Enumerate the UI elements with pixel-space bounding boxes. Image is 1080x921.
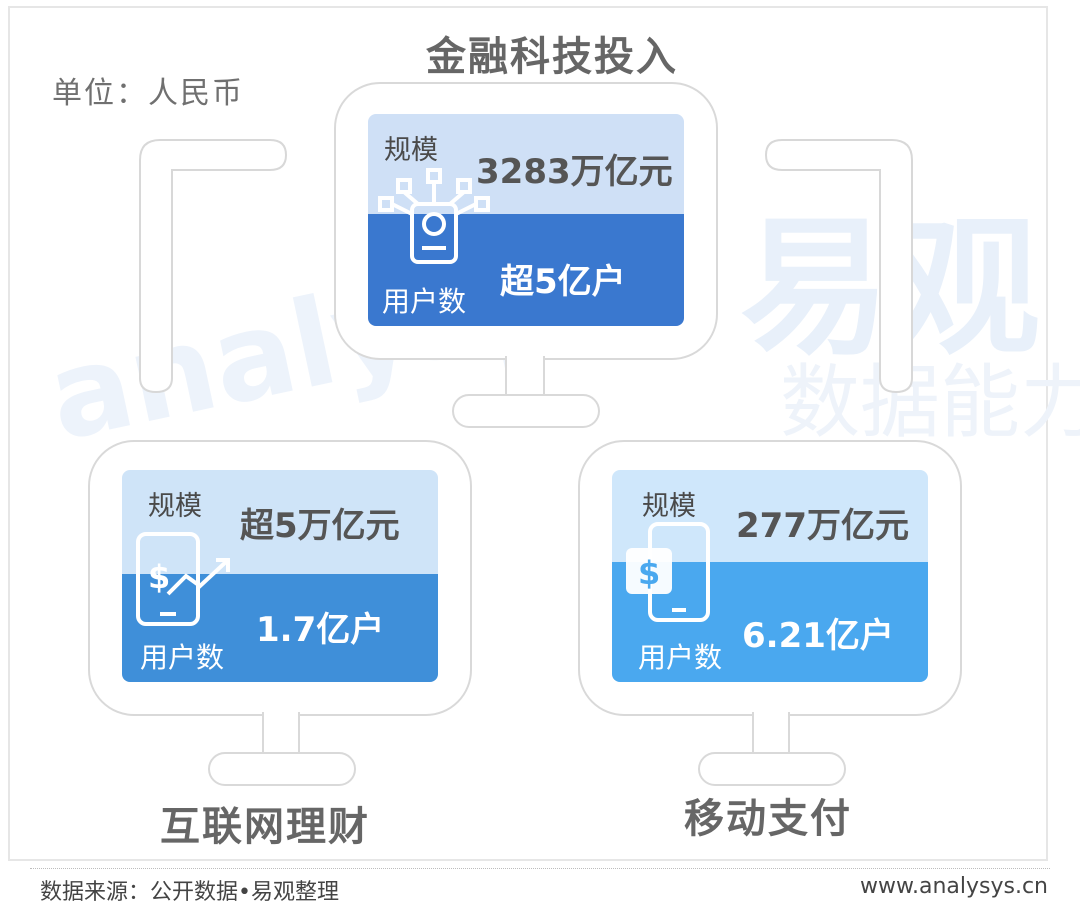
top-users-label: 用户数	[382, 285, 467, 318]
svg-text:$: $	[638, 554, 660, 592]
top-screen-upper	[368, 114, 684, 214]
diagram-frame	[8, 6, 1048, 861]
right-users-value: 6.21亿户	[742, 616, 894, 656]
top-scale-value: 3283万亿元	[476, 152, 673, 192]
left-users-label: 用户数	[140, 641, 225, 674]
top-scale-label: 规模	[384, 135, 438, 166]
right-scale-label: 规模	[642, 491, 696, 522]
top-monitor-base	[452, 394, 600, 428]
network-device-icon	[378, 168, 490, 264]
right-title: 移动支付	[684, 796, 852, 842]
top-users-value: 超5亿户	[500, 262, 626, 302]
right-monitor-base	[698, 752, 846, 786]
top-title: 金融科技投入	[426, 34, 678, 80]
left-monitor-base	[208, 752, 356, 786]
right-scale-value: 277万亿元	[736, 506, 909, 546]
left-title: 互联网理财	[160, 804, 370, 850]
data-source: 数据来源：公开数据•易观整理	[40, 880, 339, 905]
left-screen: 规模 超5万亿元 用户数 1.7亿户 $	[122, 470, 438, 682]
left-scale-label: 规模	[148, 491, 202, 522]
unit-label: 单位：人民币	[52, 76, 244, 111]
top-screen: 规模 3283万亿元 用户数 超5亿户	[368, 114, 684, 326]
left-screen-upper	[122, 470, 438, 574]
top-screen-lower	[368, 214, 684, 326]
tablet-growth-icon: $	[136, 532, 230, 626]
svg-text:$: $	[148, 558, 170, 596]
left-users-value: 1.7亿户	[256, 610, 385, 650]
left-scale-value: 超5万亿元	[240, 506, 400, 546]
footer-divider	[30, 868, 1050, 869]
source-url: www.analysys.cn	[860, 874, 1048, 899]
top-monitor-stand	[505, 356, 545, 400]
right-screen: 规模 277万亿元 用户数 6.21亿户 $	[612, 470, 928, 682]
right-monitor-stand	[752, 712, 790, 758]
left-monitor-stand	[262, 712, 300, 758]
right-users-label: 用户数	[638, 641, 723, 674]
left-screen-lower	[122, 574, 438, 682]
mobile-payment-icon: $	[626, 522, 710, 622]
right-screen-upper	[612, 470, 928, 562]
